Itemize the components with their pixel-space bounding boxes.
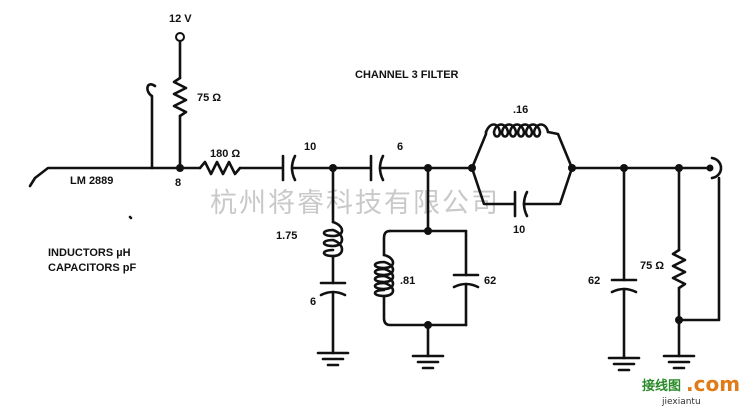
- ground-symbol: [411, 354, 445, 370]
- trap-inductor: [484, 123, 550, 138]
- shunt-inductor: [322, 220, 344, 258]
- watermark-text: 杭州将睿科技有限公司: [210, 188, 500, 219]
- pin-label: 8: [175, 177, 181, 189]
- ic-output-lead: [28, 83, 157, 188]
- pullup-resistor-label: 75 Ω: [197, 92, 221, 104]
- shunt-inductor-label: 1.75: [276, 230, 297, 242]
- load-resistor-label: 75 Ω: [640, 260, 664, 272]
- series-cap1-label: 10: [304, 141, 316, 153]
- output-connector: [710, 156, 723, 180]
- pullup-resistor: [172, 76, 188, 118]
- tank-cap-label: 62: [484, 275, 496, 287]
- junction-dot: [176, 164, 184, 172]
- load-resistor: [671, 248, 687, 290]
- series-cap2-label: 6: [397, 141, 403, 153]
- legend-inductors: INDUCTORS µH: [48, 247, 131, 259]
- trap-inductor-label: .16: [513, 104, 528, 116]
- logo-com-text: .com: [686, 372, 740, 396]
- logo-site-text: jiexiantu: [661, 397, 701, 407]
- tank-inductor-label: .81: [400, 275, 415, 287]
- ground-symbol: [662, 354, 696, 370]
- trap-cap-label: 10: [513, 224, 525, 236]
- title-label: CHANNEL 3 FILTER: [355, 69, 459, 81]
- ground-symbol: [607, 356, 641, 372]
- series-resistor: [198, 160, 242, 176]
- tank-inductor: [373, 253, 395, 298]
- supply-label: 12 V: [169, 13, 192, 25]
- logo-cn-text: 接线图: [642, 378, 681, 394]
- legend-capacitors: CAPACITORS pF: [48, 262, 136, 274]
- site-logo: 接线图 .com jiexiantu: [642, 372, 740, 407]
- ground-symbol: [316, 351, 350, 367]
- shunt-cap1-label: 6: [310, 296, 316, 308]
- series-resistor-label: 180 Ω: [210, 148, 240, 160]
- output-cap-label: 62: [588, 275, 600, 287]
- ic-label: LM 2889: [70, 175, 113, 187]
